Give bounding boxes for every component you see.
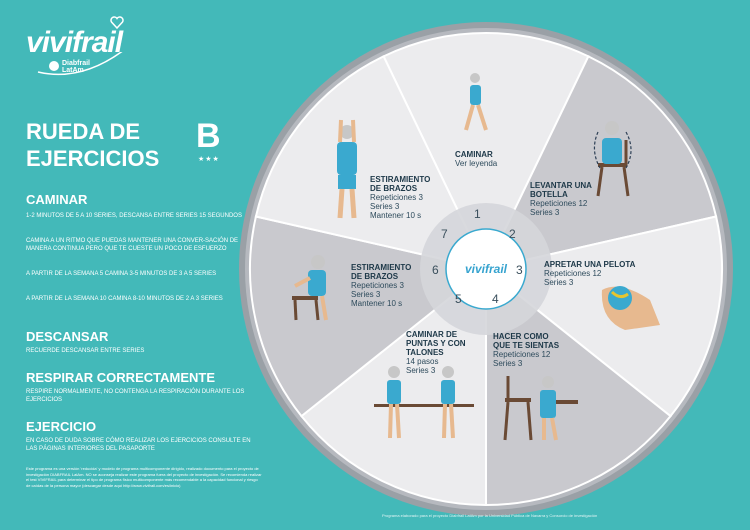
heart-icon (110, 16, 124, 29)
caminar-text-4: A PARTIR DE LA SEMANA 10 CAMINA 8-10 MIN… (26, 296, 223, 302)
wheel-number-2: 2 (509, 227, 516, 241)
logo-word: vivifrail (26, 26, 123, 59)
wheel-segment-2 (484, 55, 718, 271)
footer-credit: Programa elaborado para el proyecto Diab… (382, 513, 598, 518)
wheel-segment-4 (485, 266, 672, 507)
figure-arm-stretch-icon (337, 119, 357, 219)
ejercicio-text: EN CASO DE DUDA SOBRE CÓMO REALIZAR LOS … (26, 438, 251, 452)
heading-descansar: DESCANSAR (26, 329, 109, 344)
caminar-text-2: CAMINA A UN RITMO QUE PUEDAS MANTENER UN… (26, 238, 239, 252)
figure-toe-heel-walk-icon (374, 366, 474, 439)
figure-bottle-lift-icon (593, 121, 632, 197)
wheel-hub (445, 228, 527, 310)
heading-caminar: CAMINAR (26, 192, 88, 207)
level-badge: B (196, 117, 221, 155)
heading-respirar: RESPIRAR CORRECTAMENTE (26, 370, 215, 385)
wheel-number-4: 4 (492, 292, 499, 306)
caminar-text-1: 1-2 MINUTOS DE 5 A 10 SERIES, DESCANSA E… (26, 213, 242, 219)
respirar-text: RESPIRE NORMALMENTE, NO CONTENGA LA RESP… (26, 389, 245, 403)
level-stars: ★★★ (198, 156, 220, 163)
wheel-number-3: 3 (516, 263, 523, 277)
heading-ejercicio: EJERCICIO (26, 419, 97, 434)
logo-swoosh-icon (37, 52, 123, 76)
wheel-number-6: 6 (432, 263, 439, 277)
figure-ball-squeeze-icon (601, 286, 660, 330)
figure-sit-stand-icon (503, 376, 578, 441)
wheel-segment-1 (382, 32, 590, 272)
wheel-number-1: 1 (474, 207, 481, 221)
wheel-number-7: 7 (441, 227, 448, 241)
wheel-number-5: 5 (455, 292, 462, 306)
figure-walking-icon (464, 73, 488, 131)
wheel-segment-7 (254, 55, 488, 271)
figure-seated-stretch-icon (292, 255, 328, 321)
caminar-text-3: A PARTIR DE LA SEMANA 5 CAMINA 3-5 MINUT… (26, 271, 217, 277)
wheel-center-logo: vivifrail (465, 262, 508, 276)
footer-disclaimer: Este programa es una versión 'reducida' … (26, 466, 262, 488)
descansar-text: RECUERDE DESCANSAR ENTRE SERIES (26, 348, 145, 354)
